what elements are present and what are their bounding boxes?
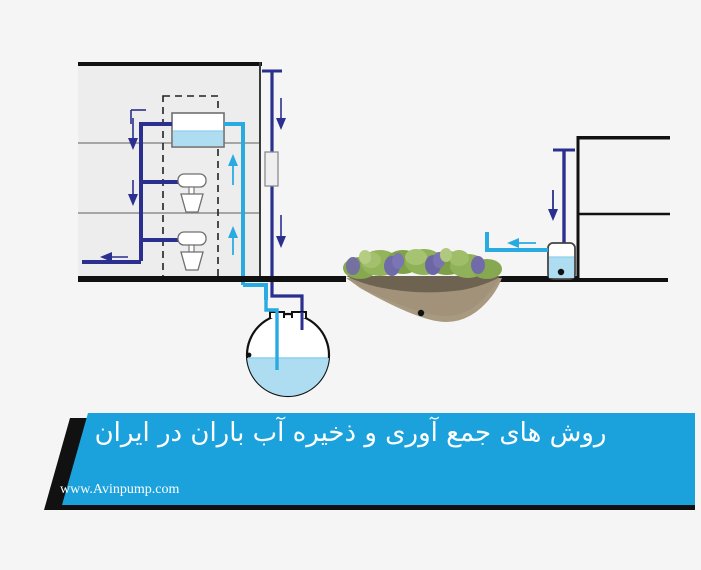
overflow-arrow: [507, 238, 536, 248]
riser-arrow-lower: [228, 226, 238, 255]
toilet-cistern-upper: [177, 173, 207, 188]
cistern-port-dot: [246, 352, 252, 358]
right-downpipe-arrow-upper: [276, 98, 286, 130]
toilet-neck-lower: [188, 244, 195, 253]
pipe-riser-to-cistern: [243, 283, 268, 300]
riser-arrow-upper: [228, 154, 238, 185]
toilet-lower: [177, 231, 207, 271]
right-downpipe-arrow-lower: [276, 215, 286, 248]
right-building-body: [578, 136, 670, 278]
header-tank: [171, 112, 225, 148]
banner-plate: [62, 413, 695, 505]
roof-slab: [78, 62, 262, 66]
toilet-bowl-lower: [180, 251, 204, 271]
toilet-neck-upper: [188, 186, 195, 195]
toilet-upper: [177, 173, 207, 213]
rain-barrel: [547, 242, 576, 280]
barrel-pump-dot: [557, 268, 565, 276]
overflow-pipe: [485, 232, 548, 252]
pipe-riser-vertical: [224, 122, 245, 285]
right-building: [576, 136, 670, 280]
title-banner: [44, 413, 695, 510]
ground-return-arrow: [100, 252, 128, 262]
underground-cistern: [245, 300, 331, 398]
right-downpipe-arrow: [548, 190, 558, 221]
overflow-line: [485, 232, 548, 252]
branch-arrow-mid: [128, 180, 138, 206]
toilet-cistern-lower: [177, 231, 207, 246]
cistern-neck-inlet: [291, 311, 307, 318]
toilet-bowl-upper: [180, 193, 204, 213]
rain-garden-underdrain: [417, 309, 425, 317]
building-body: [78, 66, 260, 278]
rain-barrel-water: [549, 257, 574, 278]
ground-right: [498, 276, 668, 282]
cistern-suction-pipe: [264, 300, 279, 370]
rain-garden: [343, 248, 502, 322]
header-tank-water: [173, 131, 223, 146]
ground-left: [78, 276, 346, 282]
left-building: [78, 62, 262, 279]
downpipe-line: [270, 71, 304, 312]
ground-line: [78, 276, 668, 282]
riser-flow-arrows: [228, 154, 238, 255]
pumped-riser-network: [224, 122, 268, 300]
rainwater-filter: [264, 151, 279, 187]
roof-downpipe: [262, 69, 304, 312]
tank-feed-arrow: [128, 118, 138, 150]
supply-pipe-network: [82, 122, 178, 264]
rain-garden-foliage: [343, 248, 502, 279]
right-building-roof: [578, 136, 670, 140]
supply-flow-arrows: [100, 118, 138, 262]
rain-garden-topsoil: [346, 276, 502, 293]
